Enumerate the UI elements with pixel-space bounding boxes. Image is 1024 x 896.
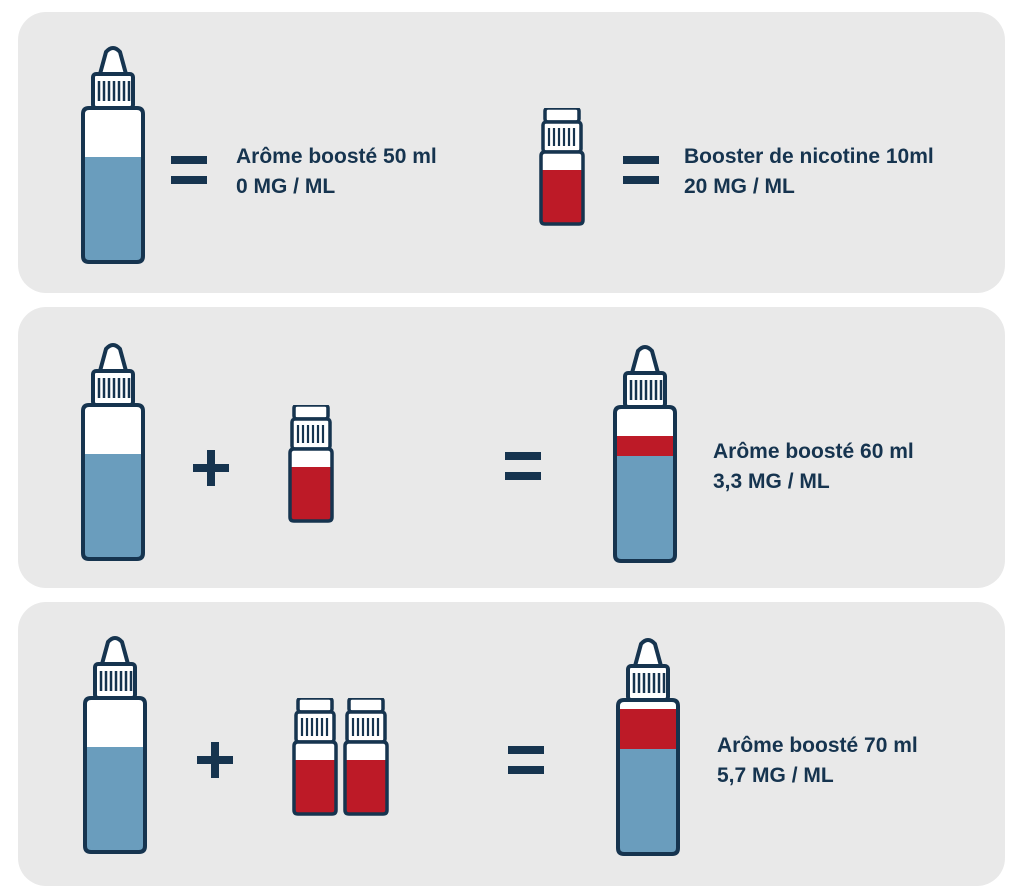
flavor-description: Arôme boosté 50 ml 0 MG / ML [236,142,437,202]
equals-icon [505,452,541,480]
result-strength-label: 5,7 MG / ML [717,764,834,787]
nicotine-booster-icon [539,108,585,226]
mixed-bottle-icon [613,345,677,563]
mixed-bottle-icon [616,638,680,856]
nicotine-booster-icon [288,405,334,523]
equals-icon [623,156,659,184]
result-volume-label: Arôme boosté 60 ml [713,440,914,463]
result-description: Arôme boosté 60 ml 3,3 MG / ML [713,437,914,497]
result-strength-label: 3,3 MG / ML [713,470,830,493]
definition-panel: Arôme boosté 50 ml 0 MG / ML Booster de … [18,12,1005,293]
plus-icon [197,742,233,778]
equals-icon [508,746,544,774]
result-volume-label: Arôme boosté 70 ml [717,734,918,757]
result-description: Arôme boosté 70 ml 5,7 MG / ML [717,731,918,791]
flavor-bottle-icon [81,46,145,264]
plus-icon [193,450,229,486]
equals-icon [171,156,207,184]
booster-strength-label: 20 MG / ML [684,175,795,198]
flavor-volume-label: Arôme boosté 50 ml [236,145,437,168]
booster-description: Booster de nicotine 10ml 20 MG / ML [684,142,934,202]
flavor-bottle-icon [83,636,147,854]
one-booster-panel: Arôme boosté 60 ml 3,3 MG / ML [18,307,1005,588]
two-boosters-panel: Arôme boosté 70 ml 5,7 MG / ML [18,602,1005,886]
flavor-strength-label: 0 MG / ML [236,175,336,198]
nicotine-booster-icon [343,698,389,816]
nicotine-booster-icon [292,698,338,816]
flavor-bottle-icon [81,343,145,561]
booster-volume-label: Booster de nicotine 10ml [684,145,934,168]
